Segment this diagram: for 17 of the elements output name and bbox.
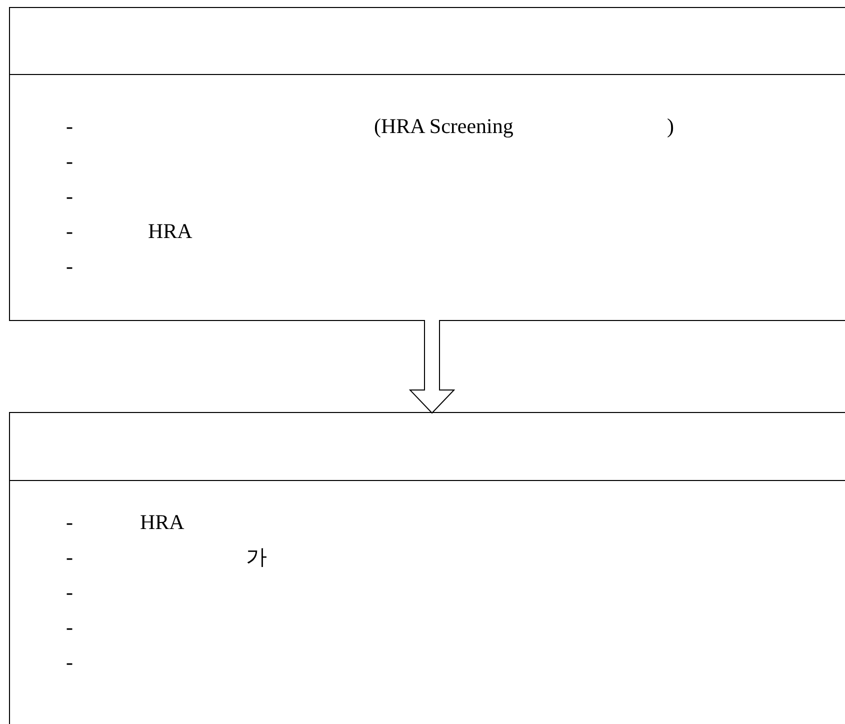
list-text: -: [66, 148, 73, 174]
list-text: -: [66, 614, 73, 640]
list-text: 가: [246, 544, 267, 570]
list-text: -: [66, 579, 73, 605]
list-text: -: [66, 113, 73, 139]
list-text: (HRA Screening: [374, 113, 514, 139]
list-text: HRA: [148, 218, 192, 244]
list-text: -: [66, 544, 73, 570]
section-box: [9, 412, 845, 724]
list-text: ): [667, 113, 674, 139]
list-text: -: [66, 509, 73, 535]
list-text: -: [66, 183, 73, 209]
list-text: -: [66, 649, 73, 675]
list-text: HRA: [140, 509, 184, 535]
list-text: -: [66, 218, 73, 244]
list-text: -: [66, 253, 73, 279]
section-box: [9, 7, 845, 321]
